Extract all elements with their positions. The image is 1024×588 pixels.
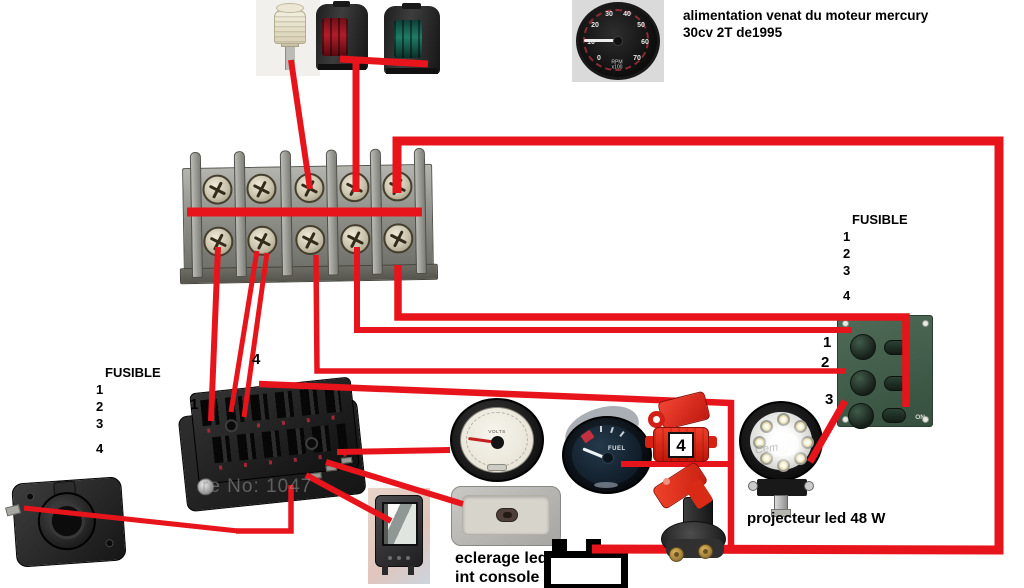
battery-switch	[650, 460, 730, 567]
accessory-socket-12v	[3, 472, 135, 575]
anchor-light-lens	[274, 10, 306, 44]
rocker-switch-2[interactable]	[850, 370, 876, 396]
tach-num-30: 30	[605, 11, 613, 18]
inline-fuse-label: 4	[668, 432, 694, 458]
tach-num-10: 10	[587, 39, 595, 46]
tachometer-needle	[584, 39, 617, 42]
switch-panel: ON	[837, 315, 933, 429]
store-watermark: re No: 1047	[202, 476, 313, 497]
starboard-nav-light	[384, 3, 440, 74]
terminal-block	[179, 147, 439, 292]
tach-num-60: 60	[641, 39, 649, 46]
anchor-light-pole	[285, 44, 295, 70]
rocker-switch-6[interactable]	[882, 408, 906, 423]
wire-label-panel-2: 2	[821, 354, 830, 371]
voltmeter-gauge: VOLTS	[447, 397, 547, 485]
battery-switch-terminal	[698, 544, 713, 559]
rocker-switch-1[interactable]	[850, 334, 876, 360]
terminal-divider	[413, 147, 427, 275]
fuse-holder-cap	[657, 390, 711, 431]
battery-switch-terminal	[669, 547, 684, 562]
green-lens	[394, 20, 422, 58]
wire-label-panel-1: 1	[823, 334, 832, 351]
tach-num-40: 40	[623, 11, 631, 18]
fusible-left-legend: FUSIBLE 1 2 3 4	[96, 365, 161, 456]
fusible-left-title: FUSIBLE	[105, 365, 161, 380]
wire-label-panel-3: 3	[825, 391, 834, 408]
terminal-divider	[279, 150, 293, 277]
terminal-divider	[189, 151, 203, 279]
terminal-divider	[369, 148, 383, 275]
tach-num-70: 70	[633, 55, 641, 62]
title-line2: 30cv 2T de1995	[683, 25, 783, 40]
wire-label-fuseblock-4: 4	[252, 351, 261, 368]
fish-finder	[368, 488, 430, 584]
tach-num-20: 20	[591, 22, 599, 29]
fusible-right-title: FUSIBLE	[852, 212, 908, 227]
tach-num-50: 50	[637, 22, 645, 29]
terminal-divider	[233, 151, 247, 278]
anchor-light	[262, 2, 318, 70]
rocker-switch-5[interactable]	[884, 376, 908, 391]
led-projector: Cem	[735, 395, 830, 525]
fusible-right-legend: FUSIBLE 1 2 3 4	[843, 212, 908, 303]
rocker-switch-4[interactable]	[884, 340, 908, 355]
rocker-switch-3[interactable]	[848, 403, 874, 429]
tach-unit: RPM	[611, 59, 623, 65]
battery	[544, 539, 634, 588]
tachometer-gauge: 0 10 20 30 40 50 60 70 RPM x100	[574, 2, 662, 82]
projector-caption: projecteur led 48 W	[747, 510, 886, 527]
terminal-divider	[325, 149, 339, 276]
diagram-title: alimentation venat du moteur mercury 30c…	[683, 7, 1018, 41]
port-nav-light	[316, 1, 368, 70]
red-lens	[322, 18, 348, 56]
fuel-label: FUEL	[608, 446, 626, 452]
wire-label-fuseblock-1: 1	[190, 396, 199, 413]
console-light-caption: eclerage led int console	[455, 550, 548, 586]
tach-num-0: 0	[597, 55, 601, 62]
on-label: ON	[915, 414, 925, 421]
title-line1: alimentation venat du moteur mercury	[683, 8, 929, 23]
volts-label: VOLTS	[488, 429, 506, 435]
console-led-light	[451, 486, 561, 546]
fuel-gauge: FUEL	[558, 397, 656, 496]
